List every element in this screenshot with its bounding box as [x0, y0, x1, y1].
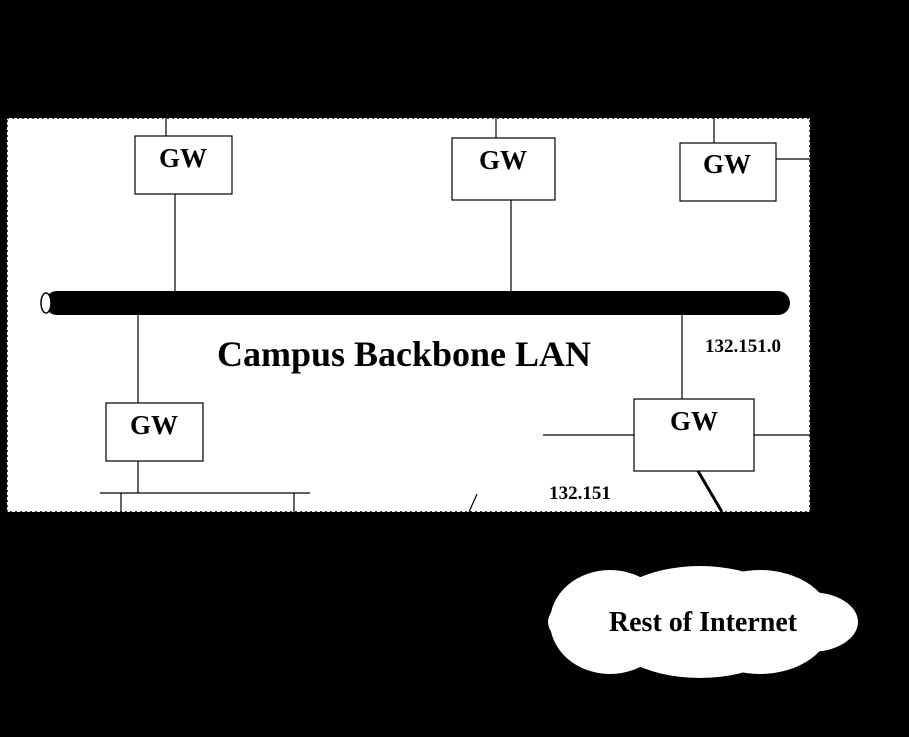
backbone-tube [45, 291, 790, 315]
gateway-3-label: GW [703, 149, 751, 179]
gateway-4-label: GW [130, 410, 178, 440]
link-diagonal-stub [468, 493, 478, 513]
link-gw5-internet [696, 470, 724, 513]
backbone-subnet-label: 132.151.0 [705, 336, 781, 357]
internet-cloud: Rest of Internet [548, 566, 858, 678]
backbone-label: Campus Backbone LAN [217, 334, 591, 374]
gateway-3: GW [679, 142, 777, 202]
gateway-2: GW [451, 137, 556, 201]
gateway-4: GW [105, 402, 204, 462]
gateway-5: GW [633, 398, 755, 472]
gateway-1: GW [134, 135, 233, 195]
backbone-tube-end [40, 292, 52, 314]
network-address-label: 132.151 [549, 483, 611, 504]
cloud-label: Rest of Internet [609, 607, 798, 638]
gateway-1-label: GW [159, 143, 207, 173]
cloud-shape [548, 566, 858, 678]
gateway-2-label: GW [479, 145, 527, 175]
gateway-5-label: GW [670, 406, 718, 436]
